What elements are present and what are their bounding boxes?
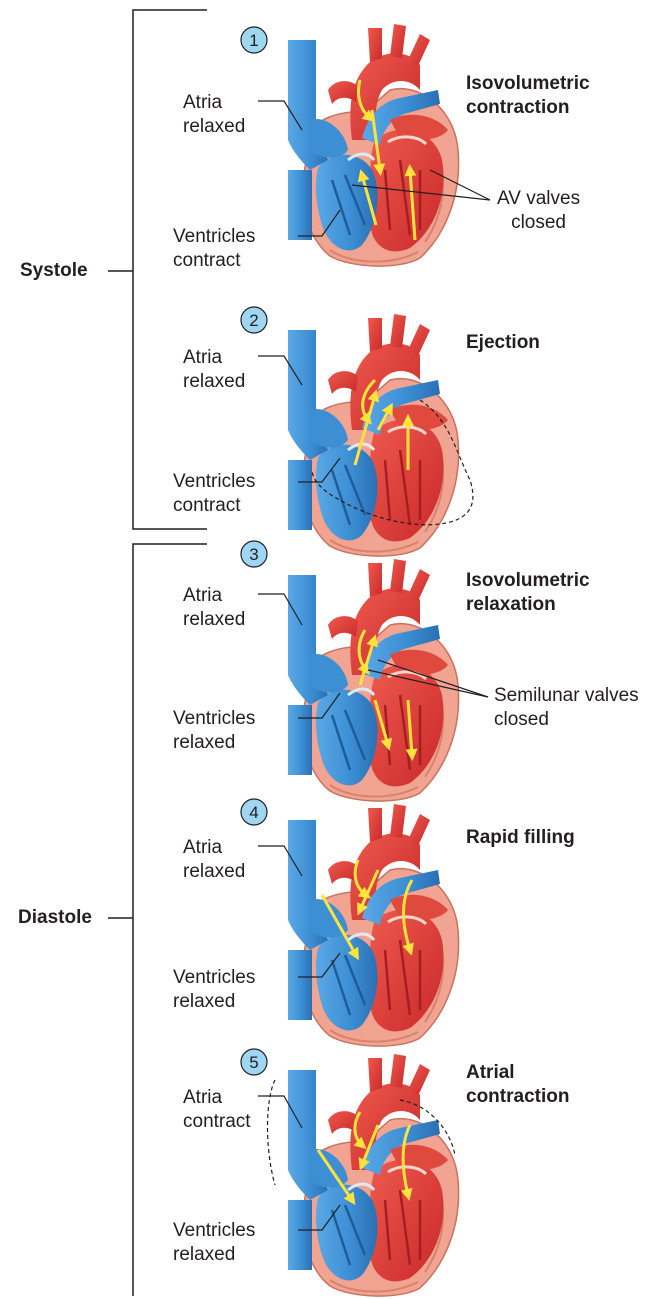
stage-5-number: 5 <box>249 1053 258 1072</box>
stage-5-atria-label: Atria contract <box>183 1086 251 1134</box>
stage-3-badge: 3 <box>241 541 267 567</box>
stage-1-ventricles-label: Ventricles contract <box>173 225 255 273</box>
stage-4-badge: 4 <box>241 799 267 825</box>
stage-4-atria-label: Atria relaxed <box>183 836 245 884</box>
stage-4-number: 4 <box>249 803 258 822</box>
heart-illustration-stage-4 <box>288 804 459 1046</box>
heart-illustration-stage-2 <box>288 314 473 556</box>
stage-2-atria-label: Atria relaxed <box>183 346 245 394</box>
stage-5-ventricles-label: Ventricles relaxed <box>173 1219 255 1267</box>
stage-3-number: 3 <box>249 545 258 564</box>
stage-2-badge: 2 <box>241 307 267 333</box>
stage-3-atria-label: Atria relaxed <box>183 584 245 632</box>
stage-2-number: 2 <box>249 311 258 330</box>
stage-1-number: 1 <box>249 31 258 50</box>
stage-3-ventricles-label: Ventricles relaxed <box>173 707 255 755</box>
heart-illustration-stage-5 <box>268 1054 459 1296</box>
stage-1-atria-label: Atria relaxed <box>183 91 245 139</box>
heart-illustration-stage-3 <box>288 559 459 801</box>
stage-2-ventricles-label: Ventricles contract <box>173 470 255 518</box>
stage-4-ventricles-label: Ventricles relaxed <box>173 966 255 1014</box>
diastole-bracket <box>108 544 207 1296</box>
stage-1-badge: 1 <box>241 27 267 53</box>
stage-3-valve-label: Semilunar valves closed <box>494 684 639 732</box>
systole-label: Systole <box>20 259 88 283</box>
stage-1-valve-label: AV valves closed <box>497 187 580 235</box>
stage-3-title: Isovolumetric relaxation <box>466 569 590 617</box>
stage-2-title: Ejection <box>466 331 540 355</box>
stage-4-title: Rapid filling <box>466 826 575 850</box>
heart-illustration-stage-1 <box>288 24 459 266</box>
diastole-label: Diastole <box>18 906 92 930</box>
stage-5-title: Atrial contraction <box>466 1061 569 1109</box>
stage-1-title: Isovolumetric contraction <box>466 72 590 120</box>
stage-5-badge: 5 <box>241 1049 267 1075</box>
